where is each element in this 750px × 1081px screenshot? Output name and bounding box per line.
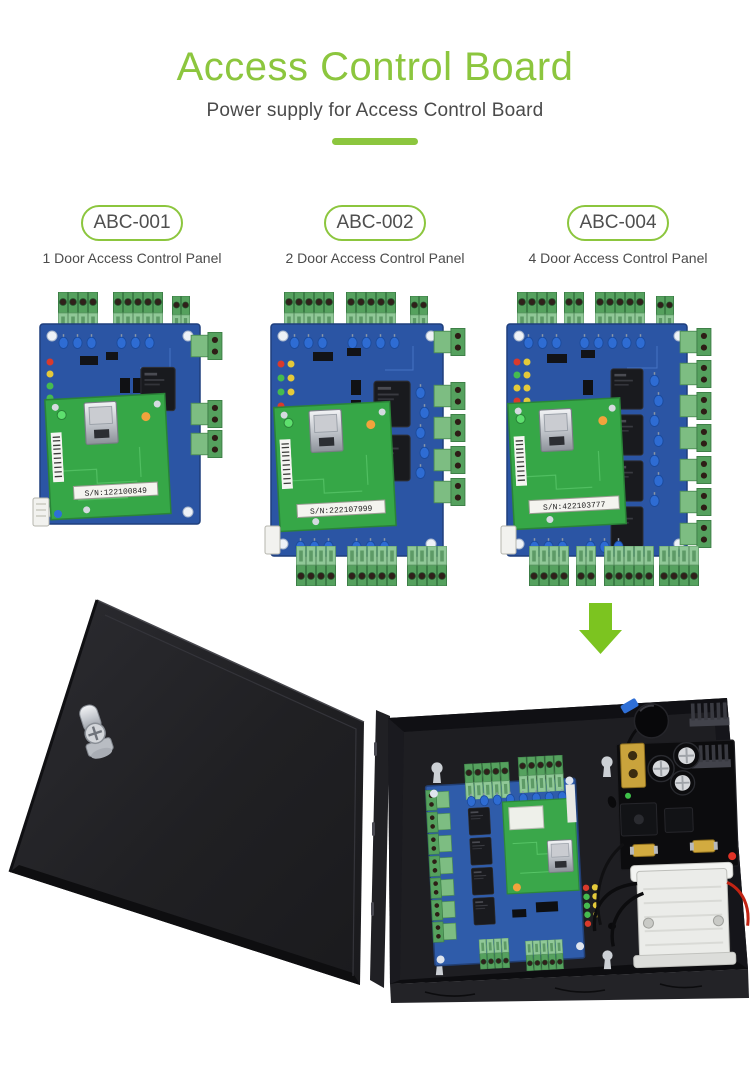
capacitor [669,769,697,797]
relay [470,866,495,896]
capacitor [672,741,702,771]
title-divider-bar [332,138,418,145]
serial-number: S/N:222107999 [310,505,373,517]
ethernet-port [538,407,574,453]
ethernet-port [308,408,344,454]
network-daughterboard [501,797,580,895]
wire-connector [500,525,517,555]
transformer [630,861,737,969]
ethernet-port [546,839,574,874]
model-badge-abc-002: ABC-002 [324,205,426,241]
serial-label [528,495,620,515]
network-daughterboard: S/N:222107999 [272,400,397,533]
product-card-abc-001: ABC-001 1 Door Access Control Panel [11,205,254,588]
capacitor [646,754,676,784]
serial-label [296,499,386,519]
product-variants-row: ABC-001 1 Door Access Control Panel [11,205,740,588]
enclosure-photo [8,599,750,1003]
installed-control-board [424,753,600,975]
model-description-abc-002: 2 Door Access Control Panel [285,250,465,266]
fuse-holder [689,839,719,854]
enclosure-door [8,599,365,985]
power-led [728,852,737,861]
serial-number: S/N:422103777 [543,501,606,513]
enclosure-box [388,698,750,1003]
status-leds [277,360,295,410]
network-daughterboard: S/N:122100849 [43,392,172,521]
model-badge-abc-001: ABC-001 [81,205,183,241]
door-lock [79,704,114,759]
product-card-abc-002: ABC-002 2 Door Access Control Panel [254,205,497,588]
model-description-abc-001: 1 Door Access Control Panel [42,250,222,266]
wire-connector [264,525,281,555]
filter-capacitor [633,703,670,739]
down-arrow-icon [579,603,622,654]
pcb-photo-abc-001: S/N:122100849 [32,288,222,527]
pcb-photo-abc-002: S/N:222107999 [264,288,466,588]
red-wire [726,881,750,926]
pcb-photo-abc-004: S/N:422103777 [500,288,712,588]
wire-connector [32,497,49,527]
page-subtitle: Power supply for Access Control Board [206,100,544,121]
header: Access Control Board Power supply for Ac… [0,0,750,145]
fuse-holder [629,843,659,858]
fuse-block [619,742,647,789]
serial-number: S/N:122100849 [84,487,147,499]
ethernet-port [82,400,119,446]
network-daughterboard: S/N:422103777 [507,396,628,531]
box-front-lip [390,969,749,1003]
side-label [565,784,577,823]
serial-label [72,481,159,500]
varistor [620,698,639,714]
model-description-abc-004: 4 Door Access Control Panel [528,250,708,266]
power-supply-module [592,698,750,969]
relay [472,896,496,926]
black-wires [592,881,645,947]
enclosure-hinge-wall [370,710,390,988]
relay [469,836,493,866]
page-title: Access Control Board [176,45,574,89]
relay [467,806,492,836]
product-card-abc-004: ABC-004 4 Door Access Control Panel [497,205,740,588]
capacitor-row [523,334,646,349]
model-badge-abc-004: ABC-004 [567,205,669,241]
